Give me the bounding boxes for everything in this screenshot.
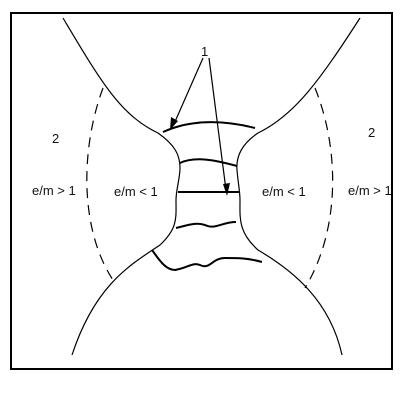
neck-line-5 [151,249,263,272]
neck-line-2 [179,158,238,167]
callout-arrowhead-left [170,117,178,130]
callout-label: 1 [201,44,209,59]
callout-leader-right [208,57,227,191]
right-outer-ratio-label: e/m > 1 [348,183,392,198]
lower-right-boundary [239,199,343,356]
neck-line-4 [175,221,237,229]
left-dashed-boundary [86,87,114,281]
lower-left-boundary [71,199,177,356]
right-region-label: 2 [368,125,376,140]
right-dashed-boundary [304,87,334,289]
callout-arrowhead-right [223,183,230,196]
upper-right-boundary [236,17,361,201]
left-region-label: 2 [52,131,60,146]
neck-line-1 [162,121,256,133]
right-inner-ratio-label: e/m < 1 [262,184,306,199]
left-inner-ratio-label: e/m < 1 [114,184,158,199]
upper-left-boundary [62,17,181,201]
left-outer-ratio-label: e/m > 1 [32,183,76,198]
callout-leader-left [173,57,204,125]
